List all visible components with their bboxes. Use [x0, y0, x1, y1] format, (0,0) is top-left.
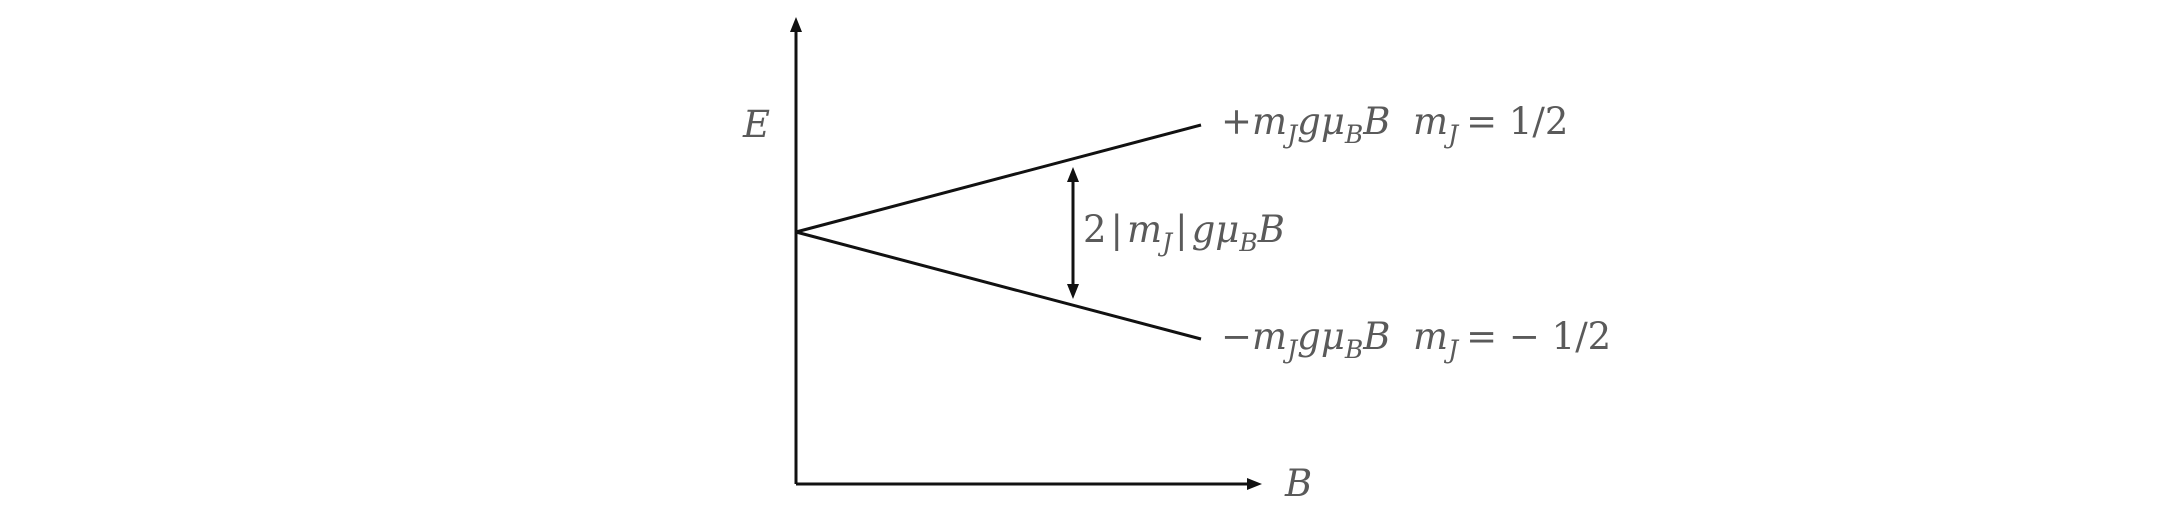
upper-level-state-label: mJ= 1/2 [1413, 100, 1568, 149]
field-axis-arrowhead [1247, 478, 1262, 490]
upper-level-energy-label: +mJgμBB [1221, 100, 1390, 149]
splitting-label: 2|mJ|gμBB [1083, 208, 1285, 257]
lower-level-line [795, 230, 1202, 341]
lower-level-state-label: mJ= − 1/2 [1413, 315, 1611, 364]
energy-axis-arrowhead [790, 17, 802, 32]
energy-axis-label: E [742, 103, 770, 146]
splitting-arrow-bottom-head [1067, 284, 1079, 299]
lower-level-energy-label: −mJgμBB [1221, 315, 1390, 364]
field-axis-label: B [1284, 462, 1312, 505]
splitting-arrow-top-head [1067, 167, 1079, 182]
upper-level-line [795, 123, 1202, 234]
